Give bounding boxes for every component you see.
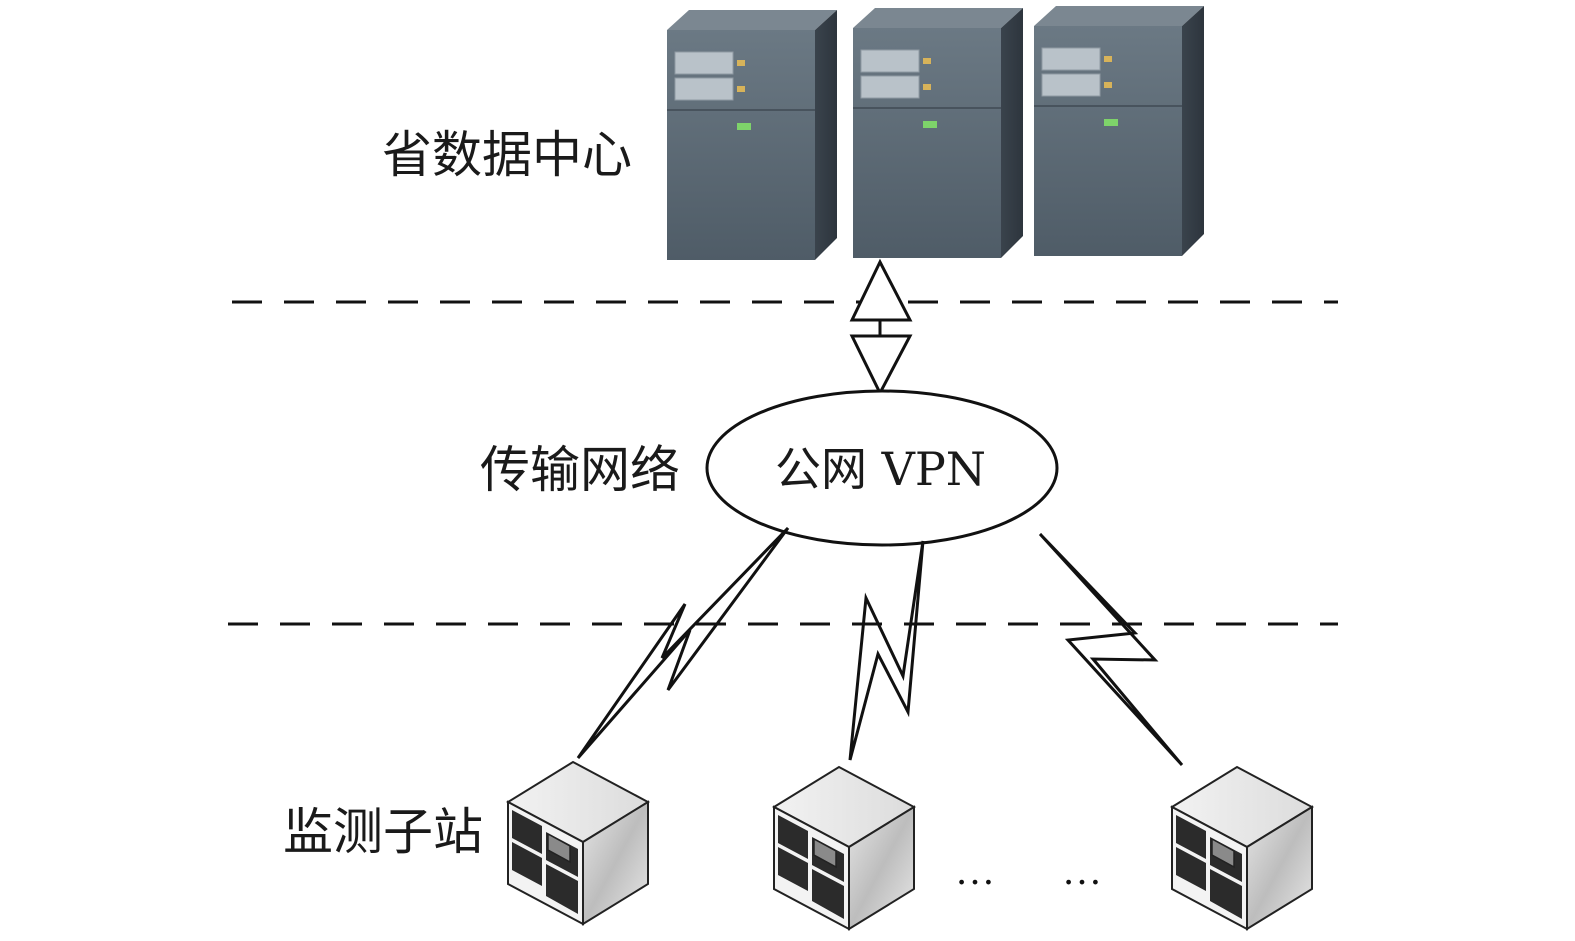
wireless-link-2 [848,540,925,761]
server-2-icon [852,7,1024,259]
server-3-icon [1033,5,1205,257]
substation-1-icon [507,761,649,925]
bidirectional-arrow-icon [849,258,913,397]
substation-2-icon [773,766,915,930]
ellipsis-2: … [1062,848,1104,893]
vpn-label: 公网 VPN [775,442,986,496]
wireless-link-1 [576,526,790,759]
wireless-link-3 [1038,532,1184,767]
data-center-label: 省数据中心 [382,126,632,184]
transmission-network-label: 传输网络 [480,441,680,499]
ellipsis-1: … [955,848,997,893]
substation-3-icon [1171,766,1313,930]
vpn-cloud [705,389,1059,547]
substation-label: 监测子站 [283,803,483,861]
server-1-icon [666,9,838,261]
